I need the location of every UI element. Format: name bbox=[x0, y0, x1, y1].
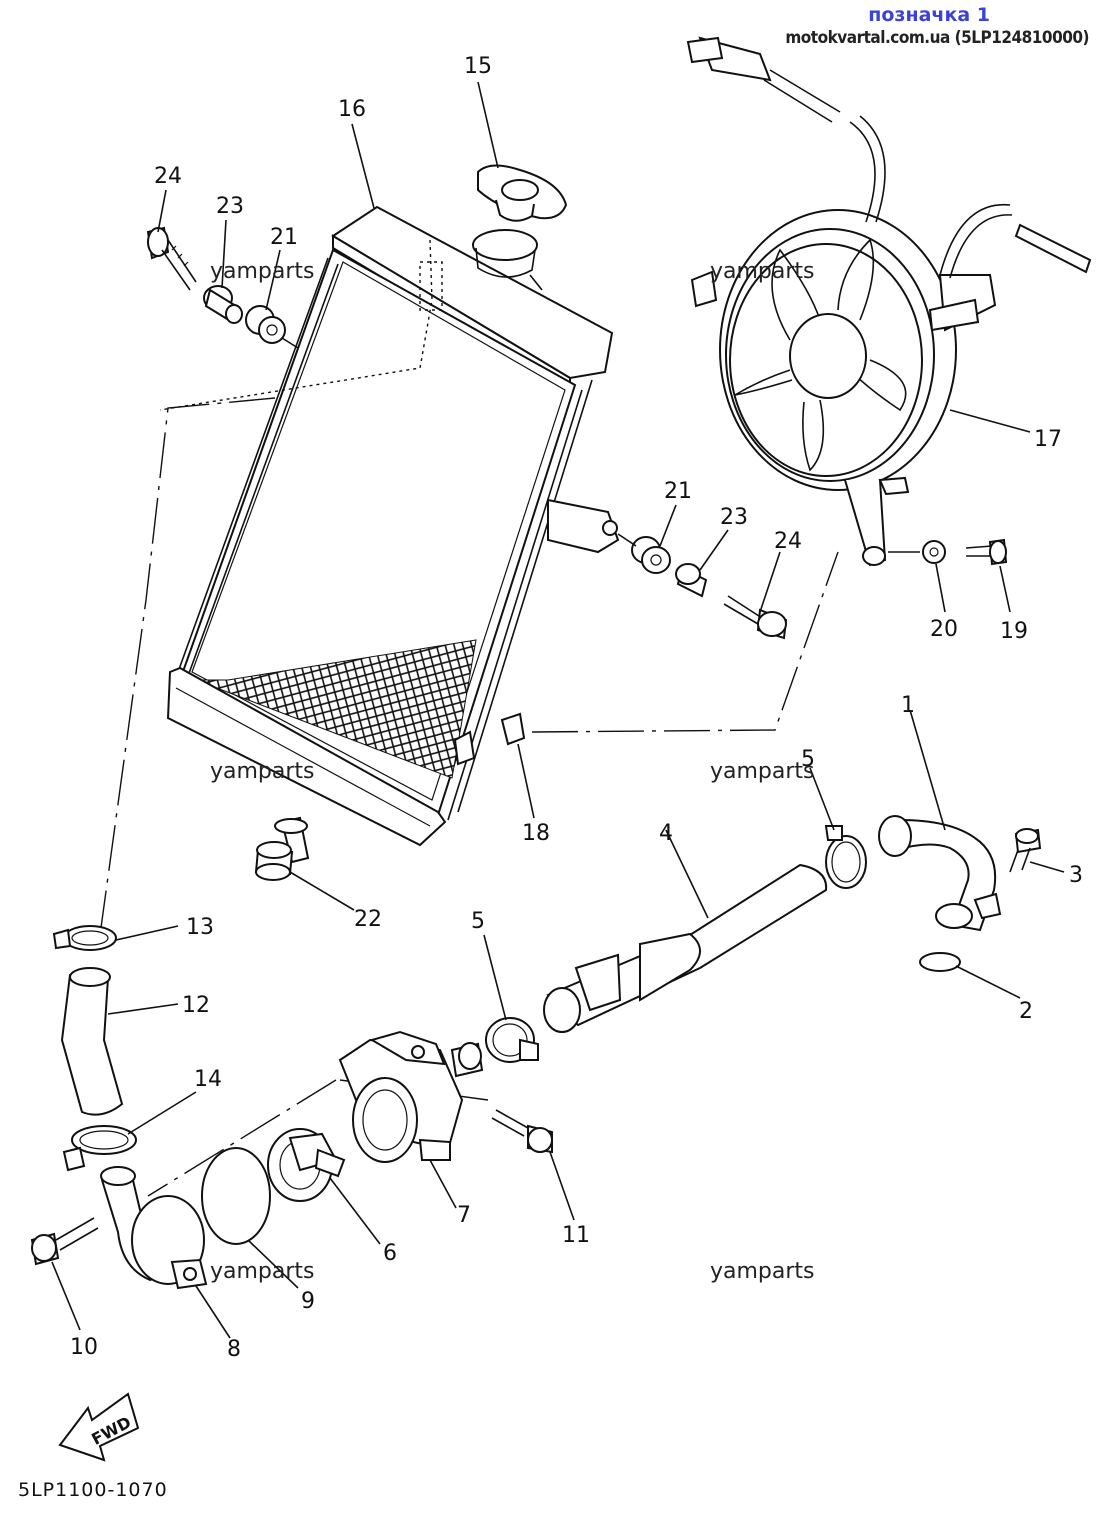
bolt-part-3 bbox=[1009, 828, 1042, 873]
callout-14: 14 bbox=[194, 1067, 222, 1092]
hose-part-4 bbox=[543, 863, 828, 1033]
clamp-part-5-lower bbox=[485, 1017, 539, 1063]
callout-7: 7 bbox=[457, 1203, 471, 1228]
watermark-6: yamparts bbox=[710, 1259, 815, 1284]
fwd-arrow-icon: FWD bbox=[58, 1392, 140, 1462]
watermark-1: yamparts bbox=[210, 259, 315, 284]
callout-3: 3 bbox=[1069, 863, 1083, 888]
callout-19: 19 bbox=[1000, 619, 1028, 644]
bolt-part-24-upper bbox=[146, 226, 197, 291]
callout-23-upper: 23 bbox=[216, 194, 244, 219]
callout-1: 1 bbox=[901, 693, 915, 718]
oring-part-2 bbox=[919, 952, 961, 972]
callout-9: 9 bbox=[301, 1289, 315, 1314]
callout-8: 8 bbox=[227, 1337, 241, 1362]
callout-23-right: 23 bbox=[720, 505, 748, 530]
callout-2: 2 bbox=[1019, 999, 1033, 1024]
bolt-part-19 bbox=[965, 538, 1008, 566]
hose-part-12 bbox=[60, 967, 124, 1116]
callout-20: 20 bbox=[930, 617, 958, 642]
callout-24-right: 24 bbox=[774, 529, 802, 554]
callout-12: 12 bbox=[182, 993, 210, 1018]
watermark-4: yamparts bbox=[710, 759, 815, 784]
callout-5-lower: 5 bbox=[471, 909, 485, 934]
header-site: motokvartal.com.ua (5LP124810000) bbox=[785, 28, 1089, 48]
cooling-fan-part bbox=[686, 36, 1092, 567]
callout-21-right: 21 bbox=[664, 479, 692, 504]
callout-24-upper: 24 bbox=[154, 164, 182, 189]
header-label: позначка 1 bbox=[868, 4, 990, 26]
callout-15: 15 bbox=[464, 54, 492, 79]
pipe-part-1 bbox=[878, 815, 1002, 932]
clamp-part-13 bbox=[52, 925, 117, 951]
callout-18: 18 bbox=[522, 821, 550, 846]
bolt-part-24-right bbox=[723, 595, 788, 640]
watermark-2: yamparts bbox=[710, 259, 815, 284]
clamp-part-14 bbox=[62, 1125, 137, 1172]
watermark-5: yamparts bbox=[210, 1259, 315, 1284]
callout-22: 22 bbox=[354, 907, 382, 932]
watermark-3: yamparts bbox=[210, 759, 315, 784]
callout-11: 11 bbox=[562, 1223, 590, 1248]
elbow-part-8 bbox=[100, 1166, 208, 1290]
callout-21-upper: 21 bbox=[270, 225, 298, 250]
clamp-part-5-upper bbox=[824, 825, 867, 889]
grommet-part-21-right bbox=[631, 536, 671, 574]
cap-part-22 bbox=[254, 841, 294, 881]
grommet-part-21-upper bbox=[245, 305, 286, 344]
collar-part-23-right bbox=[675, 563, 708, 598]
collar-part-23-upper bbox=[203, 285, 243, 324]
washer-part-20 bbox=[922, 540, 946, 564]
radiator-part bbox=[159, 205, 620, 864]
bolt-part-10 bbox=[30, 1217, 99, 1266]
callout-17: 17 bbox=[1034, 427, 1062, 452]
bolt-part-11 bbox=[491, 1109, 553, 1154]
thermostat-housing-part-7 bbox=[338, 1030, 484, 1163]
callout-13: 13 bbox=[186, 915, 214, 940]
callout-10: 10 bbox=[70, 1335, 98, 1360]
leader-lines bbox=[51, 81, 1065, 1339]
callout-4: 4 bbox=[659, 821, 673, 846]
nut-part-18 bbox=[500, 712, 526, 746]
thermostat-part-6 bbox=[267, 1128, 346, 1202]
callout-6: 6 bbox=[383, 1241, 397, 1266]
radiator-cap-part bbox=[477, 164, 568, 222]
callout-16: 16 bbox=[338, 97, 366, 122]
oring-part-9 bbox=[201, 1147, 271, 1245]
callout-5-upper: 5 bbox=[801, 747, 815, 772]
diagram-code: 5LP1100-1070 bbox=[18, 1479, 168, 1501]
